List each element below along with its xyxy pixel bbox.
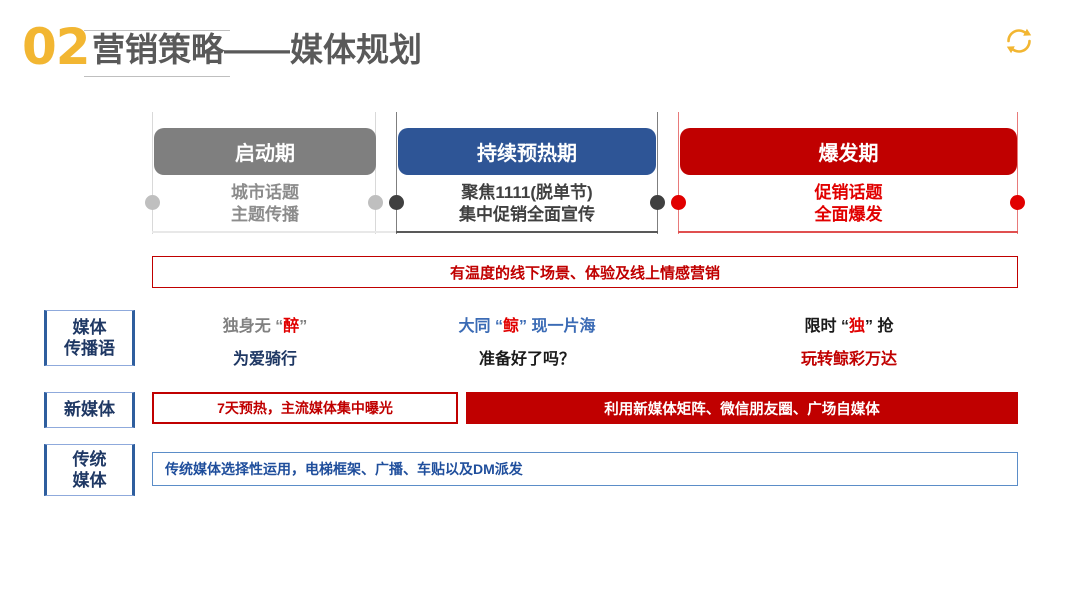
slogan-2-pre: 大同 “ bbox=[458, 318, 503, 335]
section-number: 02 bbox=[22, 18, 91, 76]
row-label-traditional-media-line1: 传统 bbox=[72, 449, 107, 469]
slogan-3-highlight: 独 bbox=[848, 318, 865, 335]
slogan-cell-3-bottom: 玩转鲸彩万达 bbox=[800, 351, 897, 368]
timeline-vline-4 bbox=[657, 112, 658, 234]
timeline-baseline-burst bbox=[678, 231, 1018, 233]
phase-sub-burst-line2: 全面爆发 bbox=[814, 204, 883, 224]
timeline-dot-startup-start bbox=[145, 195, 160, 210]
timeline-dot-warmup-start bbox=[389, 195, 404, 210]
strategy-banner-text: 有温度的线下场景、体验及线上情感营销 bbox=[449, 264, 720, 282]
slogan-3-pre: 限时 “ bbox=[804, 318, 849, 335]
row-label-traditional-media-line2: 媒体 bbox=[72, 471, 107, 490]
timeline-dot-startup-end bbox=[368, 195, 383, 210]
phase-sub-startup-line1: 城市话题 bbox=[231, 183, 299, 202]
new-media-matrix-box[interactable]: 利用新媒体矩阵、微信朋友圈、广场自媒体 bbox=[466, 392, 1018, 424]
timeline-dot-burst-start bbox=[671, 195, 686, 210]
phase-sub-startup-line2: 主题传播 bbox=[231, 204, 299, 224]
slogan-1-highlight: 醉 bbox=[283, 318, 300, 335]
phase-label-warmup: 持续预热期 bbox=[477, 143, 577, 165]
phase-sub-startup: 城市话题 主题传播 bbox=[154, 182, 376, 226]
refresh-circle-icon[interactable] bbox=[1002, 24, 1036, 58]
timeline-vline-5 bbox=[678, 112, 679, 234]
slogan-cell-3-top: 限时 “独” 抢 bbox=[714, 312, 984, 336]
row-label-media-slogan-line1: 媒体 bbox=[72, 317, 107, 337]
slide-header: 02 营销策略——媒体规划 bbox=[0, 0, 1080, 100]
row-label-new-media: 新媒体 bbox=[44, 392, 135, 428]
slogan-2-highlight: 鲸 bbox=[502, 318, 519, 335]
traditional-media-text: 传统媒体选择性运用，电梯框架、广播、车贴以及DM派发 bbox=[165, 461, 523, 477]
new-media-preheat-box[interactable]: 7天预热，主流媒体集中曝光 bbox=[152, 392, 458, 424]
page-title: 营销策略——媒体规划 bbox=[92, 31, 422, 68]
new-media-matrix-text: 利用新媒体矩阵、微信朋友圈、广场自媒体 bbox=[604, 401, 880, 418]
slogan-3-post: ” 抢 bbox=[865, 318, 894, 335]
row-label-media-slogan: 媒体 传播语 bbox=[44, 310, 135, 366]
phase-box-burst[interactable]: 爆发期 bbox=[680, 128, 1017, 175]
phase-box-startup[interactable]: 启动期 bbox=[154, 128, 376, 175]
phase-sub-warmup-line1: 聚焦1111(脱单节) bbox=[461, 183, 593, 202]
slogan-cell-2-bottom: 准备好了吗？ bbox=[478, 351, 575, 368]
slogan-cell-1-bottom: 为爱骑行 bbox=[232, 351, 297, 368]
row-label-new-media-line1: 新媒体 bbox=[64, 400, 115, 420]
row-label-traditional-media: 传统 媒体 bbox=[44, 444, 135, 496]
strategy-banner: 有温度的线下场景、体验及线上情感营销 bbox=[152, 256, 1018, 288]
timeline-section: 启动期 城市话题 主题传播 持续预热期 聚焦1111(脱单节) 集中促销全面宣传… bbox=[0, 110, 1080, 240]
row-label-media-slogan-line2: 传播语 bbox=[64, 339, 115, 358]
timeline-vline-2 bbox=[375, 112, 376, 234]
header-rule-top bbox=[84, 30, 230, 31]
traditional-media-box[interactable]: 传统媒体选择性运用，电梯框架、广播、车贴以及DM派发 bbox=[152, 452, 1018, 486]
timeline-baseline-warmup bbox=[396, 231, 658, 233]
phase-sub-warmup: 聚焦1111(脱单节) 集中促销全面宣传 bbox=[398, 182, 656, 226]
timeline-baseline-startup bbox=[152, 231, 396, 233]
phase-sub-warmup-line2: 集中促销全面宣传 bbox=[459, 204, 595, 224]
slogan-1-pre: 独身无 “ bbox=[222, 318, 284, 335]
phase-sub-burst: 促销话题 全面爆发 bbox=[680, 182, 1017, 226]
timeline-vline-6 bbox=[1017, 112, 1018, 234]
slogan-cell-1-top: 独身无 “醉” bbox=[154, 312, 376, 336]
phase-label-burst: 爆发期 bbox=[818, 143, 879, 165]
phase-label-startup: 启动期 bbox=[235, 143, 295, 165]
new-media-preheat-text: 7天预热，主流媒体集中曝光 bbox=[217, 400, 393, 416]
timeline-vline-3 bbox=[396, 112, 397, 234]
timeline-vline-1 bbox=[152, 112, 153, 234]
header-rule-bottom bbox=[84, 76, 230, 77]
phase-sub-burst-line1: 促销话题 bbox=[814, 183, 883, 202]
slogan-1-post: ” bbox=[299, 318, 308, 335]
timeline-dot-warmup-end bbox=[650, 195, 665, 210]
slogan-2-post: ” 现一片海 bbox=[519, 318, 596, 335]
phase-box-warmup[interactable]: 持续预热期 bbox=[398, 128, 656, 175]
slogan-cell-2-top: 大同 “鲸” 现一片海 bbox=[398, 312, 656, 336]
timeline-dot-burst-end bbox=[1010, 195, 1025, 210]
